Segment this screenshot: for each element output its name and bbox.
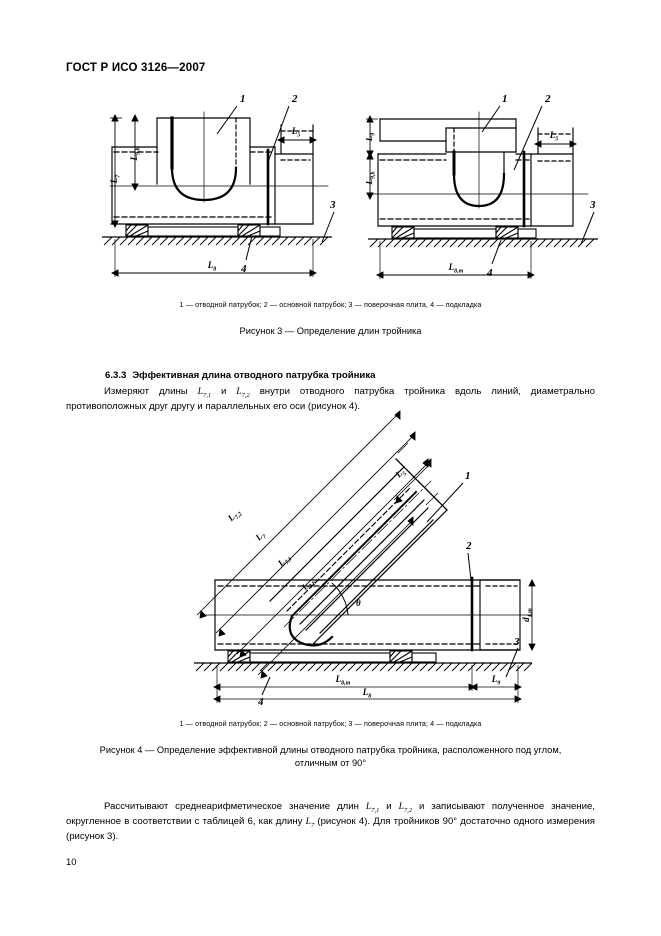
var-L7-1: L7,1	[197, 386, 212, 399]
figure-4-legend: 1 — отводной патрубок; 2 — основной патр…	[179, 719, 482, 728]
dim-label-L9b-fig4: L9,b	[299, 576, 318, 595]
section-number: 6.3.3	[105, 370, 127, 381]
dim-label-L8-fig4: L8	[362, 687, 372, 699]
var-L7-2: L7,2	[236, 386, 250, 399]
figure-4-title: Рисунок 4 — Определение эффективной длин…	[0, 744, 661, 771]
callout-2: 2	[291, 93, 298, 105]
callout-1: 1	[240, 93, 246, 105]
callout-2-fig4: 2	[465, 540, 472, 552]
dim-label-L7-1: L7,1	[275, 552, 294, 571]
callout-4: 4	[240, 263, 247, 275]
document-header: ГОСТ Р ИСО 3126—2007	[66, 62, 206, 74]
par-text-1: Измеряют длины	[104, 386, 198, 397]
dim-label-L9-fig4: L9	[491, 674, 501, 686]
callout-2-right: 2	[544, 93, 551, 105]
callout-3-fig4: 3	[513, 636, 520, 648]
par-text-2: внутри отводного патрубка тройника вдоль…	[66, 386, 595, 413]
figure-4-drawing: θ	[180, 405, 540, 705]
closing-mid-1: и	[379, 801, 399, 812]
var-L7-closing: L7	[305, 816, 315, 830]
page-number: 10	[66, 856, 77, 867]
closing-text-3: (рисунок 4). Для тройников 90° достаточн…	[66, 816, 596, 843]
callout-1-right: 1	[502, 93, 508, 105]
section-title: Эффективная длина отводного патрубка тро…	[132, 370, 376, 381]
dim-label-L5-right: L5	[549, 130, 559, 142]
section-heading: 6.3.3 Эффективная длина отводного патрубк…	[105, 370, 375, 381]
closing-text-2: и записывают полученное значение, округл…	[66, 801, 595, 828]
figure-3-left-view: L7 L9,b L5 L8	[100, 84, 350, 284]
figure-3-legend: 1 — отводной патрубок; 2 — основной патр…	[179, 300, 482, 309]
dim-label-L8m: L8,m	[448, 262, 464, 274]
callout-3-right: 3	[589, 199, 596, 211]
callout-4-fig4: 4	[257, 696, 264, 705]
figure-3-right-view: L9 L9,b L5 L8,m	[366, 84, 616, 284]
dim-label-L7: L7	[253, 529, 269, 545]
dim-label-L9: L9	[366, 133, 376, 143]
angle-label-theta: θ	[356, 598, 361, 608]
dim-label-L8: L8	[207, 260, 217, 272]
closing-paragraph: Рассчитывают среднеарифметическое значен…	[66, 800, 595, 844]
callout-4-right: 4	[486, 267, 493, 279]
par-text-mid: и	[211, 386, 237, 397]
closing-text-1: Рассчитывают среднеарифметическое значен…	[104, 801, 366, 812]
dim-label-L9b-right: L9,b	[366, 172, 376, 186]
callout-1-fig4: 1	[465, 470, 471, 482]
figure-4-title-line-1: Рисунок 4 — Определение эффективной длин…	[99, 745, 562, 755]
var-L7-1-closing: L7,1	[365, 801, 380, 814]
figure-3-title: Рисунок 3 — Определение длин тройника	[239, 326, 422, 336]
var-L7-2-closing: L7,2	[398, 801, 413, 814]
section-paragraph: Измеряют длины L7,1 и L7,2 внутри отводн…	[66, 385, 595, 414]
callout-3: 3	[329, 199, 336, 211]
figure-4-title-line-2: отличным от 90°	[294, 758, 367, 769]
dim-label-L9b: L9,b	[129, 148, 141, 162]
dim-label-L7: L7	[109, 174, 121, 185]
dim-label-L8m-fig4: L8,m	[335, 674, 351, 686]
dim-label-L7-2: L7,2	[225, 507, 244, 526]
dim-label-L5: L5	[291, 126, 301, 138]
